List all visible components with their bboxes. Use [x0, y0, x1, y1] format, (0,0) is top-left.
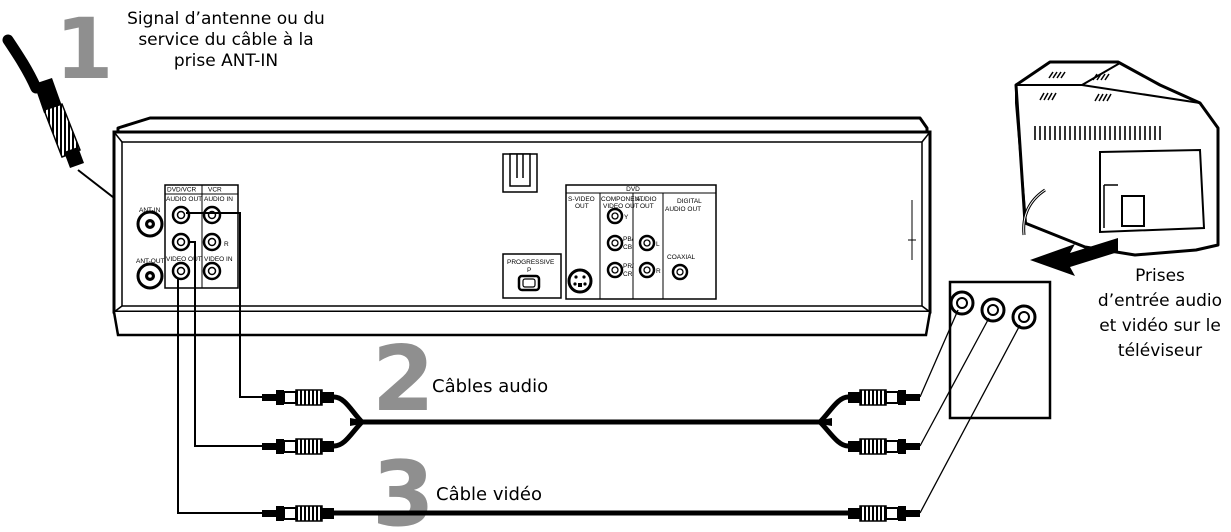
dvd-audio-r-jack[interactable]: R — [638, 261, 661, 279]
vcr-audio-in-r-jack[interactable] — [202, 232, 222, 252]
tv-label-line-4: téléviseur — [1118, 341, 1202, 361]
step-1: 1 Signal d’antenne ou du service du câbl… — [55, 0, 325, 98]
video-out-jack[interactable] — [171, 261, 191, 281]
component-cb-label: CB — [623, 244, 632, 251]
dvd-vcr-recorder: ANT-IN ANT-OUT DVD/VCR VCR AUDIO OUT AUD… — [112, 116, 932, 337]
television: Prises d’entrée audio et vidéo sur le té… — [1014, 60, 1222, 361]
component-pb-label: PB/ — [623, 236, 634, 243]
step-3: 3 Câble vidéo — [372, 442, 542, 532]
audio-plug-right-bottom — [848, 438, 920, 455]
dvd-audio-r-label: R — [656, 268, 661, 275]
video-plug-left — [262, 505, 334, 522]
audio-in-label: AUDIO IN — [204, 196, 233, 203]
tv-audio-r-jack[interactable] — [980, 297, 1006, 323]
digital-label: DIGITAL — [677, 198, 702, 205]
component-y-label: Y — [624, 214, 629, 221]
tv-arrow — [1030, 238, 1118, 276]
step-1-label-line-1: Signal d’antenne ou du — [127, 9, 325, 29]
step-2: 2 Câbles audio — [372, 327, 548, 432]
ant-in-jack[interactable]: ANT-IN — [136, 207, 164, 238]
progressive-label: PROGRESSIVE — [507, 259, 555, 266]
dvd-vcr-section: DVD/VCR VCR AUDIO OUT AUDIO IN VIDEO OUT… — [164, 184, 239, 289]
step-1-number: 1 — [55, 0, 113, 98]
audio-plug-right-top — [848, 389, 920, 406]
coaxial-label: COAXIAL — [667, 254, 696, 261]
dvd-header: DVD — [626, 186, 640, 193]
component-label: COMPONENT — [601, 196, 643, 203]
component-pb-jack[interactable]: PB/ CB — [606, 234, 634, 252]
progressive-switch[interactable]: PROGRESSIVE P — [502, 253, 562, 299]
tv-jack-panel — [919, 280, 1052, 514]
digital-audio-out-label: AUDIO OUT — [665, 206, 701, 213]
audio-plug-left-bottom — [262, 438, 334, 455]
s-video-out-label: OUT — [575, 203, 589, 210]
audio-plug-left-top — [262, 389, 334, 406]
tv-label-line-2: d’entrée audio — [1098, 291, 1222, 311]
dvd-audio-l-label: L — [656, 241, 660, 248]
dvd-audio-label: AUDIO — [636, 196, 657, 203]
video-plug-right — [848, 505, 920, 522]
component-video-out-label: VIDEO OUT — [603, 203, 639, 210]
video-cable — [262, 505, 920, 522]
audio-out-r-jack[interactable] — [171, 232, 191, 252]
vcr-r-label: R — [224, 241, 229, 248]
ant-out-label: ANT-OUT — [136, 258, 165, 265]
coaxial-jack[interactable]: COAXIAL — [667, 254, 696, 281]
tv-label-line-1: Prises — [1135, 266, 1185, 286]
s-video-label: S-VIDEO — [568, 196, 595, 203]
step-2-number: 2 — [372, 327, 435, 432]
step-3-number: 3 — [372, 442, 435, 532]
s-video-jack[interactable] — [567, 268, 593, 294]
vcr-video-in-jack[interactable] — [202, 261, 222, 281]
vcr-header: VCR — [208, 187, 222, 194]
cable-routing — [177, 212, 262, 514]
component-cr-label: CR — [623, 271, 633, 278]
audio-cable — [262, 389, 920, 455]
step-1-label-line-3: prise ANT-IN — [174, 51, 278, 71]
video-out-label: VIDEO OUT — [166, 256, 202, 263]
dvd-audio-out-label: OUT — [640, 203, 654, 210]
audio-out-l-jack[interactable] — [171, 205, 191, 225]
vcr-audio-in-l-jack[interactable] — [202, 205, 222, 225]
video-in-label: VIDEO IN — [204, 256, 233, 263]
power-cord — [502, 153, 538, 193]
tv-audio-l-jack[interactable] — [949, 290, 975, 316]
audio-out-label: AUDIO OUT — [166, 196, 202, 203]
dvd-audio-l-jack[interactable]: L — [638, 234, 660, 252]
step-3-label: Câble vidéo — [436, 484, 542, 505]
step-1-label-line-2: service du câble à la — [138, 30, 313, 50]
tv-video-in-jack[interactable] — [1011, 304, 1037, 330]
dvd-vcr-header: DVD/VCR — [167, 187, 197, 194]
dvd-section: DVD S-VIDEO OUT COMPONENT VIDEO OUT AUDI… — [565, 184, 717, 300]
step-2-label: Câbles audio — [432, 376, 548, 397]
component-pr-label: PR/ — [623, 263, 634, 270]
ant-out-jack[interactable]: ANT-OUT — [136, 258, 165, 290]
tv-label-line-3: et vidéo sur le — [1099, 316, 1221, 336]
component-pr-jack[interactable]: PR/ CR — [606, 261, 634, 279]
progressive-p-label: P — [527, 267, 531, 274]
antenna-cable — [2, 34, 141, 219]
ant-in-label: ANT-IN — [139, 207, 161, 214]
component-y-jack[interactable]: Y — [606, 207, 629, 225]
